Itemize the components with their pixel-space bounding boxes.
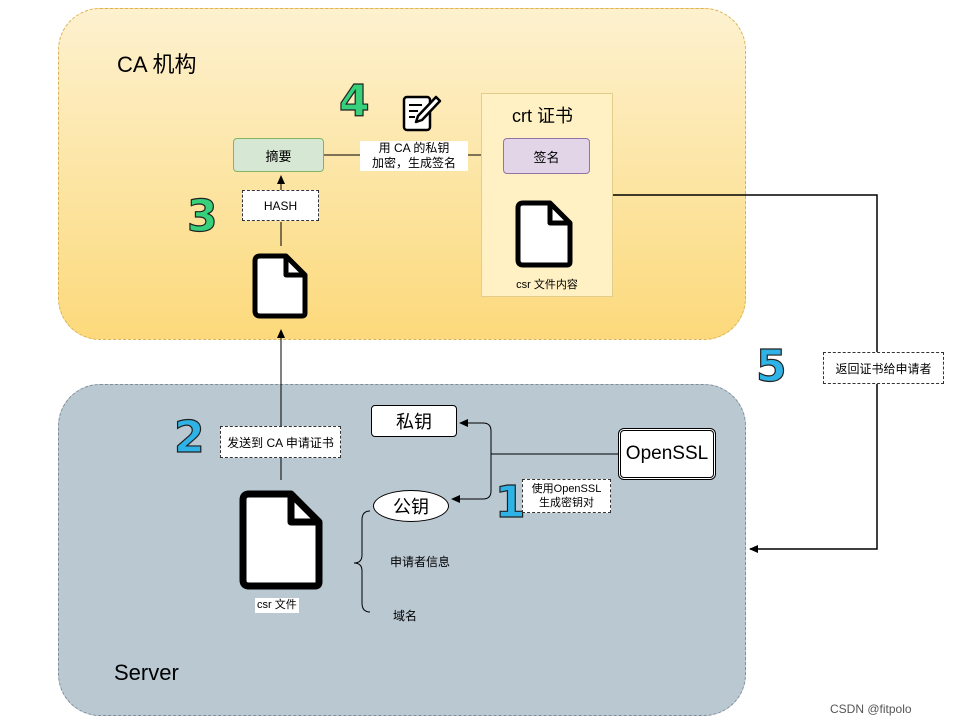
generate-keys-line2: 生成密钥对 (539, 497, 594, 509)
openssl-label: OpenSSL (625, 443, 709, 464)
sign-description-line1: 用 CA 的私钥 (378, 141, 450, 155)
file-icon-crt (515, 200, 573, 268)
step-3-number: 3 (186, 191, 218, 242)
sign-description: 用 CA 的私钥 加密，生成签名 (360, 141, 468, 171)
return-certificate-box: 返回证书给申请者 (823, 352, 944, 384)
domain-label: 域名 (393, 609, 418, 623)
file-icon-ca (252, 253, 308, 319)
generate-keys-box: 使用OpenSSL 生成密钥对 (522, 479, 611, 513)
applicant-info-label: 申请者信息 (390, 555, 451, 569)
openssl-box: OpenSSL (618, 428, 716, 480)
ca-panel (58, 8, 746, 340)
csr-content-label: csr 文件内容 (516, 279, 578, 291)
edit-document-icon (402, 95, 442, 132)
public-key-label: 公钥 (393, 497, 429, 517)
step-5-number: 5 (755, 341, 787, 392)
ca-title: CA 机构 (117, 52, 197, 77)
generate-keys-line1: 使用OpenSSL (531, 483, 602, 495)
sign-description-line2: 加密，生成签名 (371, 156, 456, 170)
crt-title: crt 证书 (512, 106, 573, 126)
digest-label: 摘要 (265, 148, 292, 164)
csr-file-icon (239, 490, 323, 590)
return-certificate-label: 返回证书给申请者 (835, 361, 932, 376)
watermark: CSDN @fitpolo (830, 702, 912, 716)
public-key-ellipse: 公钥 (373, 490, 449, 522)
server-title: Server (114, 660, 179, 685)
signature-box: 签名 (503, 138, 590, 174)
signature-label: 签名 (533, 149, 560, 165)
step-4-number: 4 (338, 76, 370, 127)
private-key-box: 私钥 (371, 405, 457, 437)
send-to-ca-box: 发送到 CA 申请证书 (220, 426, 341, 458)
step-2-number: 2 (173, 412, 205, 463)
csr-file-label: csr 文件 (255, 598, 299, 613)
hash-label: HASH (263, 198, 298, 213)
digest-box: 摘要 (233, 138, 324, 172)
step-1-number: 1 (494, 477, 526, 528)
private-key-label: 私钥 (396, 412, 432, 432)
send-to-ca-label: 发送到 CA 申请证书 (227, 435, 334, 450)
hash-box: HASH (242, 190, 319, 221)
